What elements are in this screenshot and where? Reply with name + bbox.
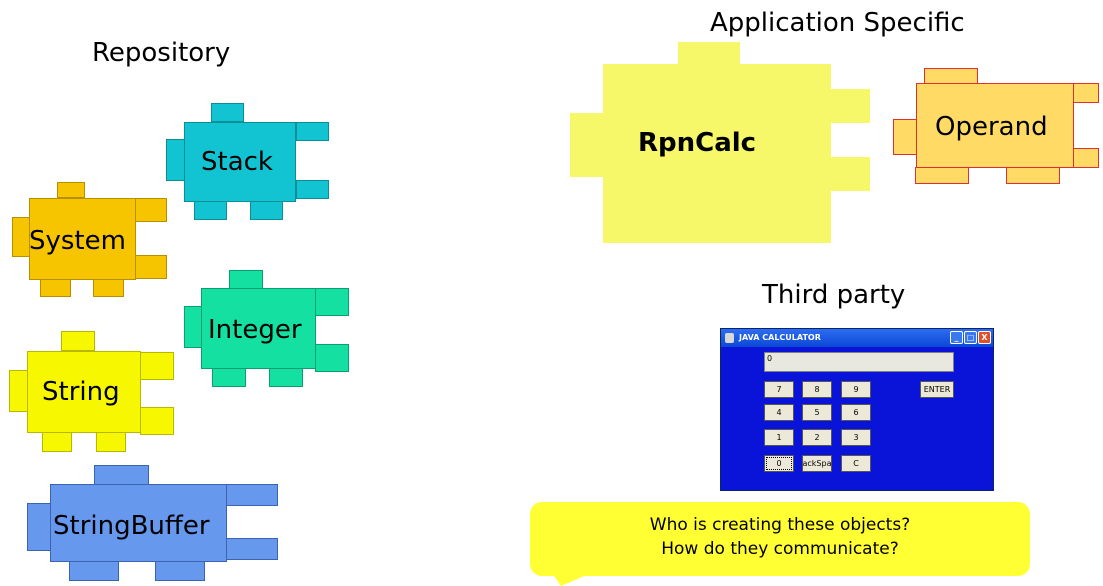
callout-bubble bbox=[530, 502, 1030, 576]
repository-heading: Repository bbox=[92, 38, 231, 68]
clear-button[interactable]: C bbox=[841, 455, 871, 472]
backspace-button[interactable]: BackSpace bbox=[802, 455, 832, 472]
key-6-button[interactable]: 6 bbox=[841, 404, 871, 421]
operand-label: Operand bbox=[935, 112, 1048, 142]
key-0-button[interactable]: 0 bbox=[764, 455, 794, 472]
stringbuffer-label: StringBuffer bbox=[53, 511, 210, 541]
third-party-heading: Third party bbox=[762, 280, 906, 310]
key-9-button[interactable]: 9 bbox=[841, 381, 871, 398]
calculator-display[interactable]: 0 bbox=[764, 352, 954, 372]
java-calculator-window: JAVA CALCULATOR _ □ X 0 7 8 9 ENTER 4 5 … bbox=[720, 328, 994, 491]
calculator-title: JAVA CALCULATOR bbox=[739, 333, 821, 342]
key-5-button[interactable]: 5 bbox=[802, 404, 832, 421]
minimize-icon[interactable]: _ bbox=[950, 331, 963, 344]
key-8-button[interactable]: 8 bbox=[802, 381, 832, 398]
integer-label: Integer bbox=[208, 315, 302, 345]
key-2-button[interactable]: 2 bbox=[802, 429, 832, 446]
callout-line-2: How do they communicate? bbox=[661, 539, 899, 559]
key-3-button[interactable]: 3 bbox=[841, 429, 871, 446]
callout-text: Who is creating these objects? How do th… bbox=[530, 513, 1030, 561]
calculator-title-bar[interactable]: JAVA CALCULATOR _ □ X bbox=[721, 329, 993, 347]
maximize-icon[interactable]: □ bbox=[964, 331, 977, 344]
key-7-button[interactable]: 7 bbox=[764, 381, 794, 398]
stack-label: Stack bbox=[201, 147, 273, 177]
string-label: String bbox=[42, 377, 120, 407]
system-label: System bbox=[29, 226, 126, 256]
java-icon bbox=[725, 333, 734, 343]
key-1-button[interactable]: 1 bbox=[764, 429, 794, 446]
close-icon[interactable]: X bbox=[978, 331, 991, 344]
key-4-button[interactable]: 4 bbox=[764, 404, 794, 421]
enter-button[interactable]: ENTER bbox=[920, 381, 954, 398]
rpncalc-label: RpnCalc bbox=[638, 128, 757, 158]
callout-line-1: Who is creating these objects? bbox=[649, 515, 911, 535]
application-specific-heading: Application Specific bbox=[710, 8, 965, 38]
